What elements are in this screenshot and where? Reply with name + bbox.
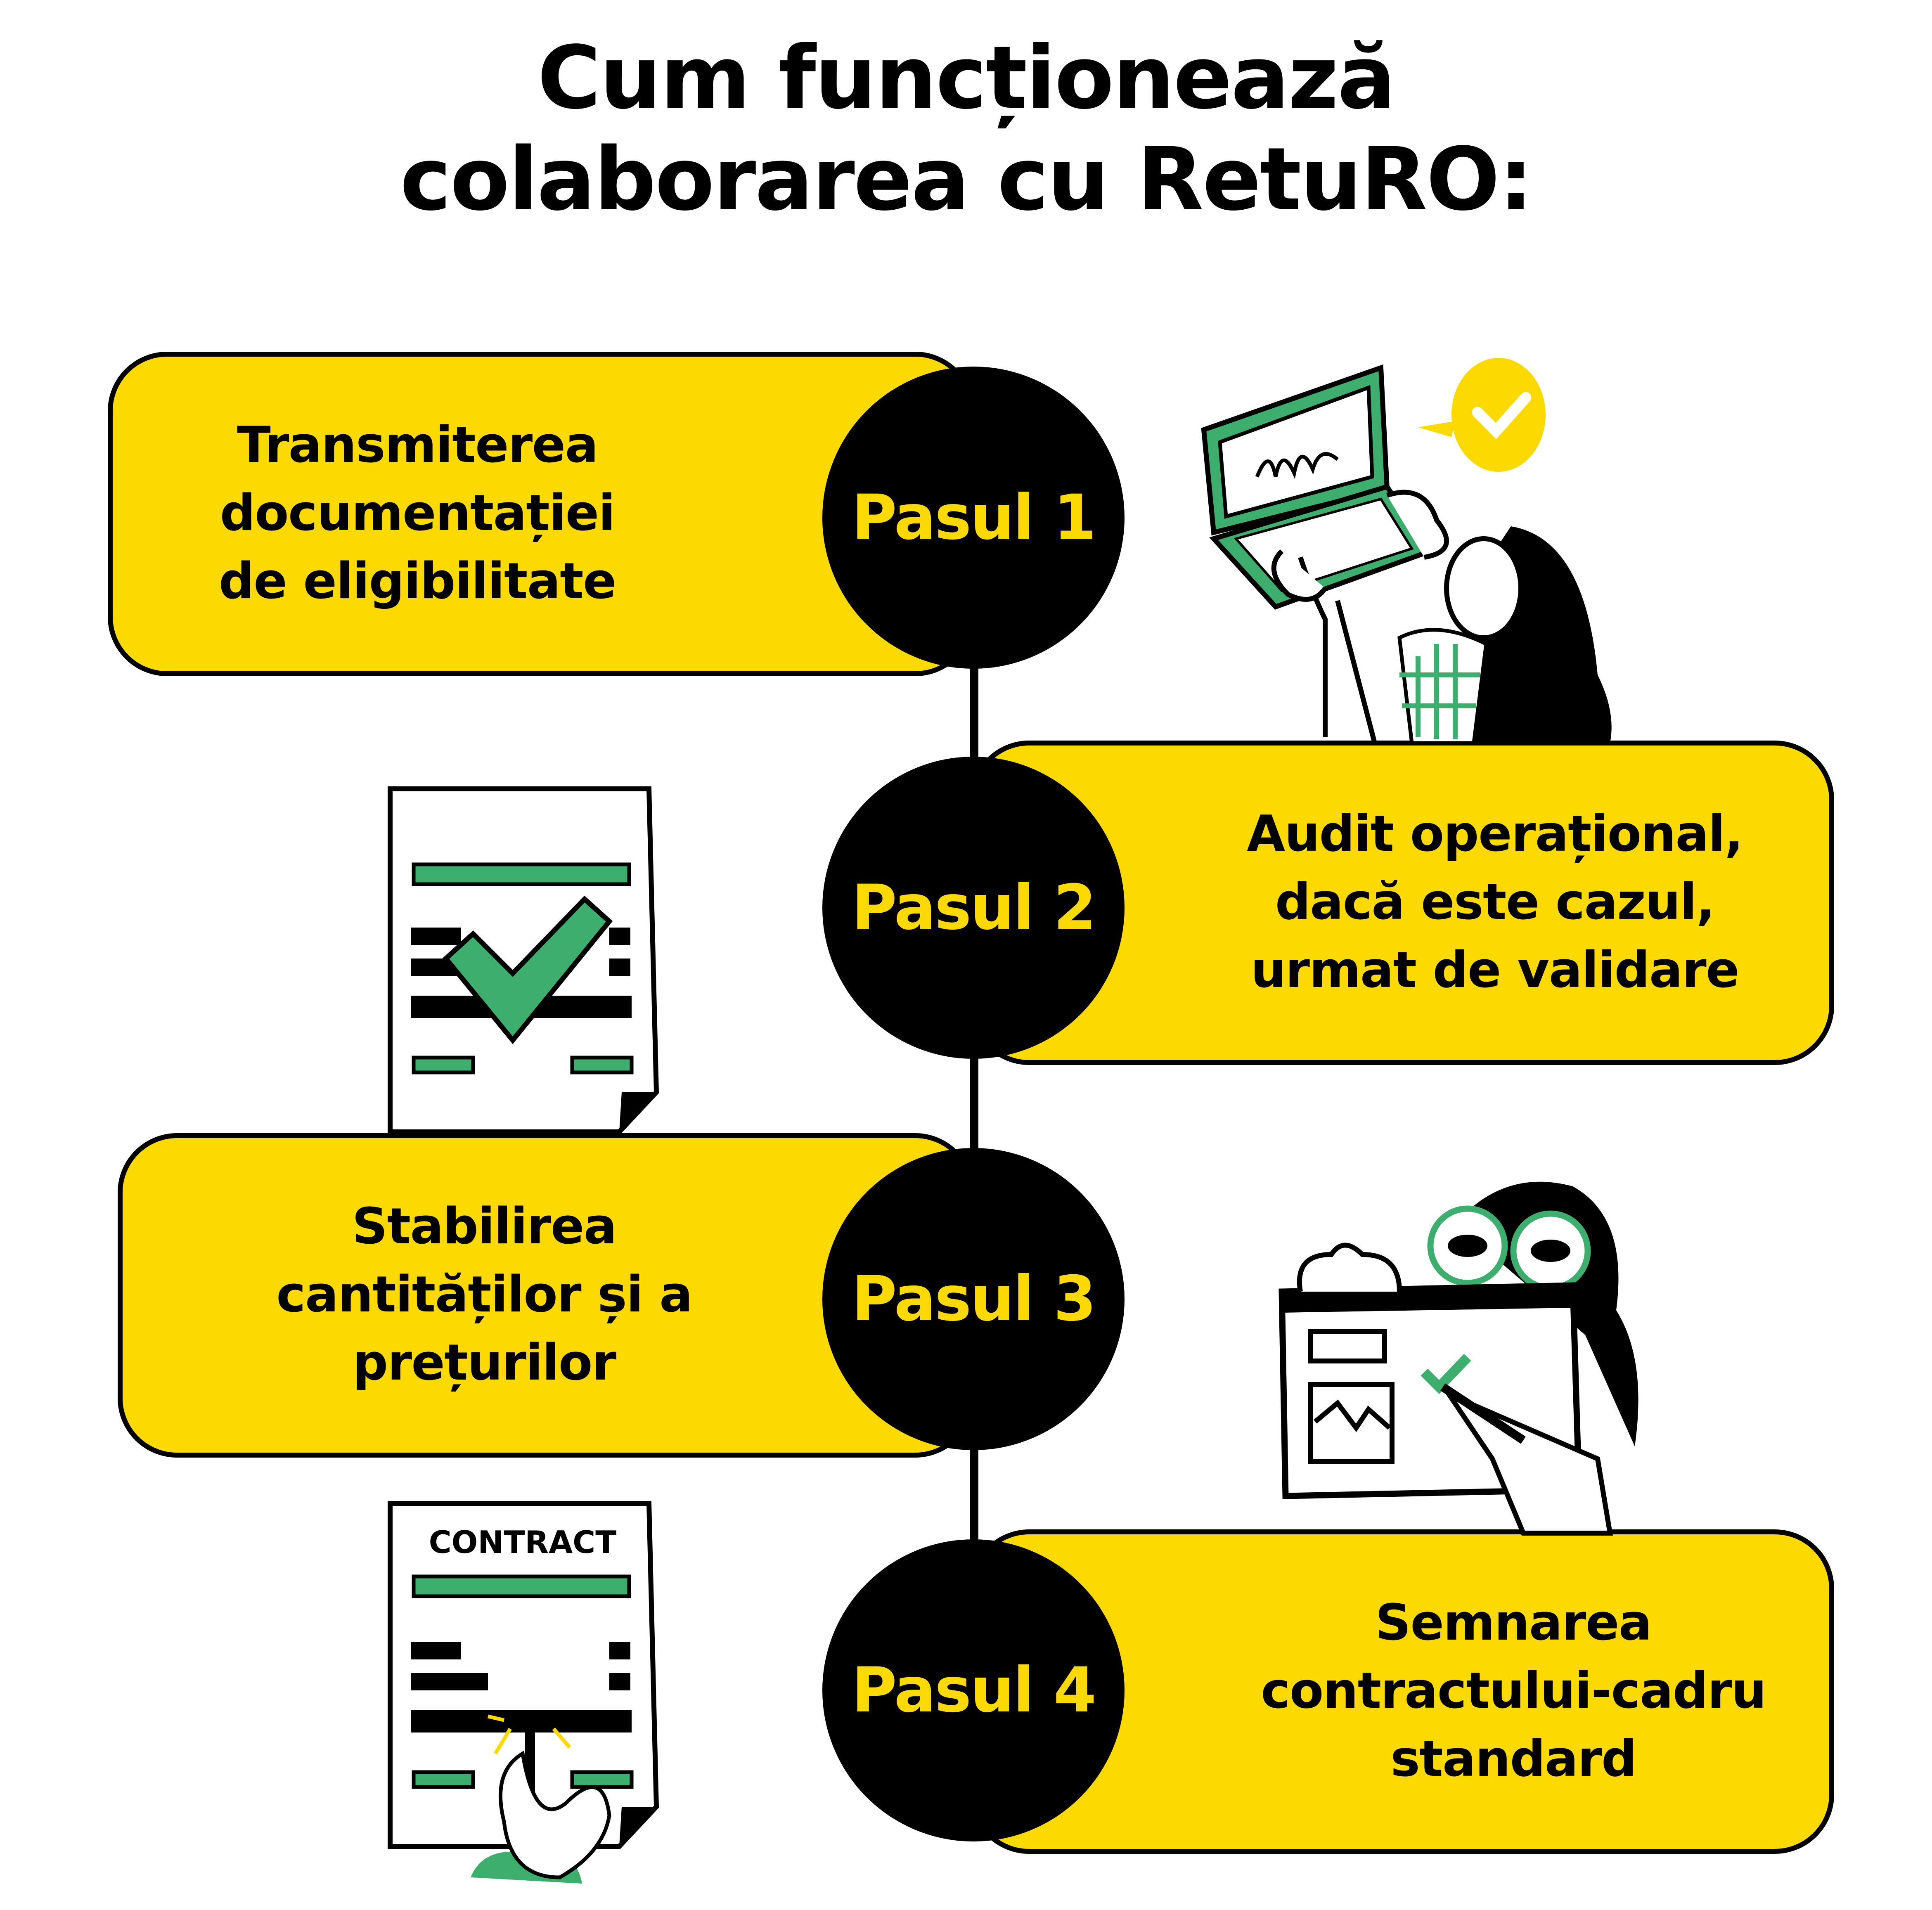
contract-document-illustration: CONTRACT: [388, 1501, 659, 1884]
step-4-label: Pasul 4: [851, 1654, 1096, 1726]
step-4-card: Semnarea contractului-cadru standard: [970, 1529, 1834, 1854]
step-3-text: Stabilirea cantităților și a prețurilor: [276, 1198, 693, 1392]
contract-label: CONTRACT: [429, 1524, 617, 1560]
person-glasses-chart-illustration: [1279, 1181, 1638, 1536]
step-2-label: Pasul 2: [851, 872, 1096, 944]
step-4-badge: Pasul 4: [822, 1539, 1125, 1841]
step-2-badge: Pasul 2: [822, 757, 1125, 1059]
step-1-label: Pasul 1: [851, 482, 1096, 554]
validated-document-illustration: [388, 786, 659, 1134]
person-laptop-illustration: [1201, 358, 1612, 745]
step-3-badge: Pasul 3: [822, 1148, 1125, 1450]
timeline-line: [970, 518, 978, 1690]
step-4-text: Semnarea contractului-cadru standard: [1261, 1594, 1766, 1788]
title-line-1: Cum funcționează: [537, 27, 1396, 129]
step-2-text: Audit operațional, dacă este cazul, urma…: [1247, 805, 1743, 999]
step-1-badge: Pasul 1: [822, 367, 1125, 669]
step-2-card: Audit operațional, dacă este cazul, urma…: [970, 741, 1834, 1065]
title-line-2: colaborarea cu RetuRO:: [400, 129, 1533, 230]
step-3-card: Stabilirea cantităților și a prețurilor: [118, 1133, 975, 1458]
step-3-label: Pasul 3: [851, 1263, 1096, 1335]
step-1-text: Transmiterea documentației de eligibilit…: [218, 417, 617, 610]
